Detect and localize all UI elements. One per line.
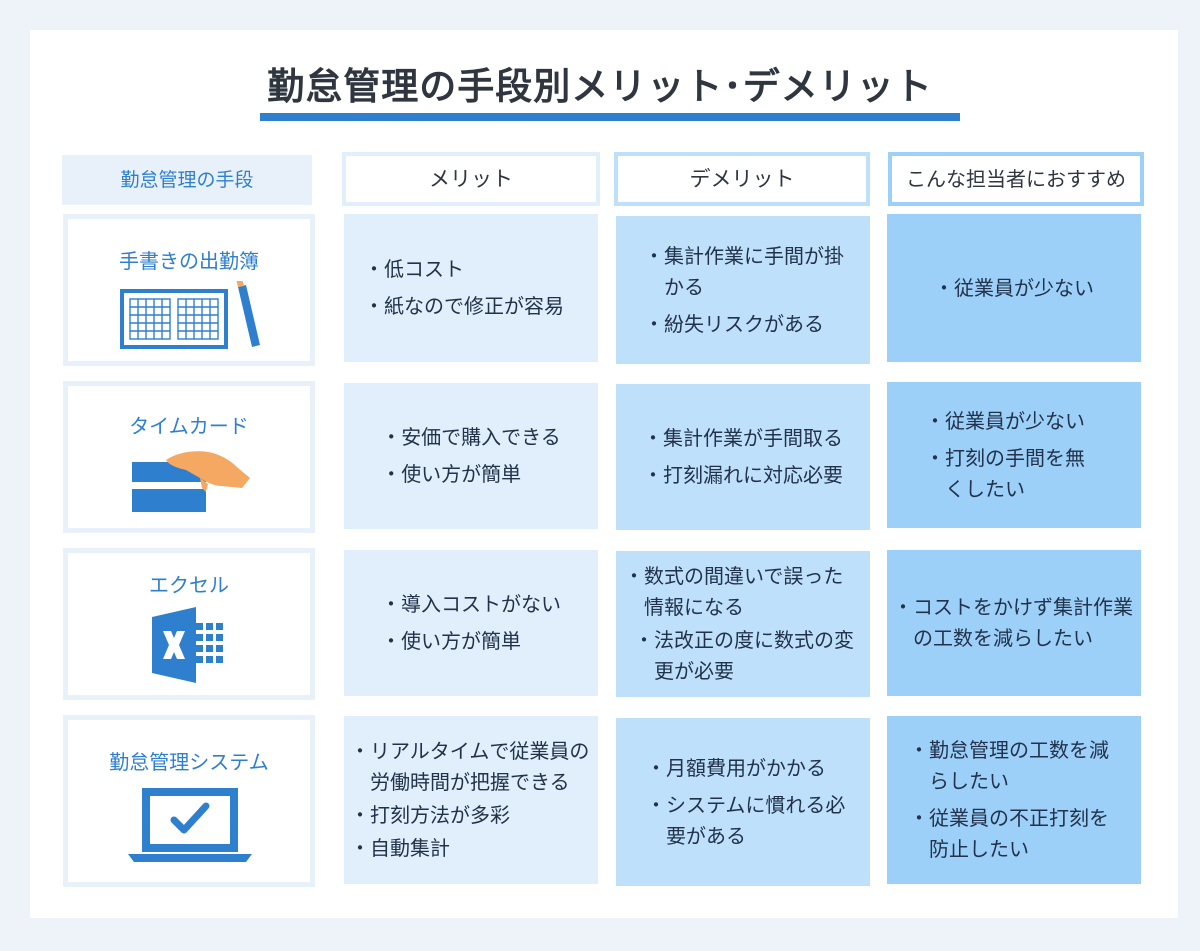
list-item: 安価で購入できる: [381, 422, 561, 453]
list-item: コストをかけず集計作業の工数を減らしたい: [893, 592, 1137, 654]
list-item: 低コスト: [364, 254, 582, 285]
header-method: 勤怠管理の手段: [62, 155, 312, 205]
header-merit: メリット: [342, 152, 600, 206]
demerit-list: 数式の間違いで誤った情報になる 法改正の度に数式の変更が必要: [624, 559, 860, 689]
list-item: 打刻漏れに対応必要: [643, 460, 843, 491]
page-title: 勤怠管理の手段別メリット･デメリット: [267, 65, 933, 108]
method-name: タイムカード: [129, 414, 249, 438]
list-item: 打刻の手間を無くしたい: [925, 443, 1085, 505]
recommend-cell-system: 勤怠管理の工数を減らしたい 従業員の不正打刻を防止したい: [887, 716, 1141, 884]
method-name: エクセル: [149, 573, 229, 597]
demerit-cell-handwritten: 集計作業に手間が掛かる 紛失リスクがある: [616, 216, 870, 364]
demerit-list: 集計作業が手間取る 打刻漏れに対応必要: [643, 417, 843, 497]
list-item: 打刻方法が多彩: [350, 800, 594, 831]
list-item: 使い方が簡単: [381, 626, 561, 657]
merit-cell-system: リアルタイムで従業員の労働時間が把握できる 打刻方法が多彩 自動集計: [344, 716, 598, 884]
merit-list: リアルタイムで従業員の労働時間が把握できる 打刻方法が多彩 自動集計: [350, 734, 594, 866]
list-item: 集計作業に手間が掛かる: [644, 241, 854, 303]
list-item: 集計作業が手間取る: [643, 423, 843, 454]
demerit-cell-excel: 数式の間違いで誤った情報になる 法改正の度に数式の変更が必要: [616, 551, 870, 697]
demerit-list: 集計作業に手間が掛かる 紛失リスクがある: [644, 235, 854, 346]
paper-timesheet-pencil-icon: [120, 281, 260, 349]
merit-cell-excel: 導入コストがない 使い方が簡単: [344, 550, 598, 696]
merit-list: 低コスト 紙なので修正が容易: [364, 248, 582, 328]
laptop-check-icon: [128, 788, 252, 862]
recommend-cell-timecard: 従業員が少ない 打刻の手間を無くしたい: [887, 382, 1141, 528]
merit-cell-timecard: 安価で購入できる 使い方が簡単: [344, 383, 598, 529]
demerit-cell-timecard: 集計作業が手間取る 打刻漏れに対応必要: [616, 384, 870, 530]
list-item: 従業員の不正打刻を防止したい: [909, 803, 1125, 865]
list-item: 従業員が少ない: [925, 406, 1085, 437]
header-recommend: こんな担当者におすすめ: [888, 152, 1144, 206]
demerit-list: 月額費用がかかる システムに慣れる必要がある: [646, 747, 854, 858]
list-item: 従業員が少ない: [934, 273, 1094, 304]
header-demerit: デメリット: [614, 152, 870, 206]
title-underline: [260, 113, 960, 121]
method-cell-system: 勤怠管理システム: [63, 715, 315, 887]
merit-list: 安価で購入できる 使い方が簡単: [381, 416, 561, 496]
recommend-list: 従業員が少ない 打刻の手間を無くしたい: [925, 400, 1085, 511]
demerit-cell-system: 月額費用がかかる システムに慣れる必要がある: [616, 718, 870, 886]
list-item: 月額費用がかかる: [646, 753, 854, 784]
list-item: システムに慣れる必要がある: [646, 790, 854, 852]
method-cell-timecard: タイムカード: [63, 381, 315, 533]
list-item: 勤怠管理の工数を減らしたい: [909, 735, 1125, 797]
merit-cell-handwritten: 低コスト 紙なので修正が容易: [344, 214, 598, 362]
hand-timecard-icon: [132, 451, 250, 512]
method-name: 手書きの出勤簿: [119, 249, 259, 273]
merit-list: 導入コストがない 使い方が簡単: [381, 583, 561, 663]
method-name: 勤怠管理システム: [109, 750, 269, 774]
method-cell-handwritten: 手書きの出勤簿: [63, 214, 315, 366]
excel-icon: [152, 607, 223, 683]
recommend-cell-handwritten: 従業員が少ない: [887, 214, 1141, 362]
method-cell-excel: エクセル: [63, 548, 315, 700]
list-item: 自動集計: [350, 833, 594, 864]
recommend-list: 勤怠管理の工数を減らしたい 従業員の不正打刻を防止したい: [909, 729, 1125, 871]
list-item: 使い方が簡単: [381, 459, 561, 490]
list-item: 数式の間違いで誤った情報になる: [624, 561, 860, 623]
list-item: リアルタイムで従業員の労働時間が把握できる: [350, 736, 594, 798]
list-item: 紙なので修正が容易: [364, 291, 582, 322]
list-item: 紛失リスクがある: [644, 309, 854, 340]
list-item: 法改正の度に数式の変更が必要: [634, 625, 860, 687]
recommend-list: 従業員が少ない: [934, 267, 1094, 310]
recommend-list: コストをかけず集計作業の工数を減らしたい: [893, 586, 1137, 660]
recommend-cell-excel: コストをかけず集計作業の工数を減らしたい: [887, 550, 1141, 696]
list-item: 導入コストがない: [381, 589, 561, 620]
